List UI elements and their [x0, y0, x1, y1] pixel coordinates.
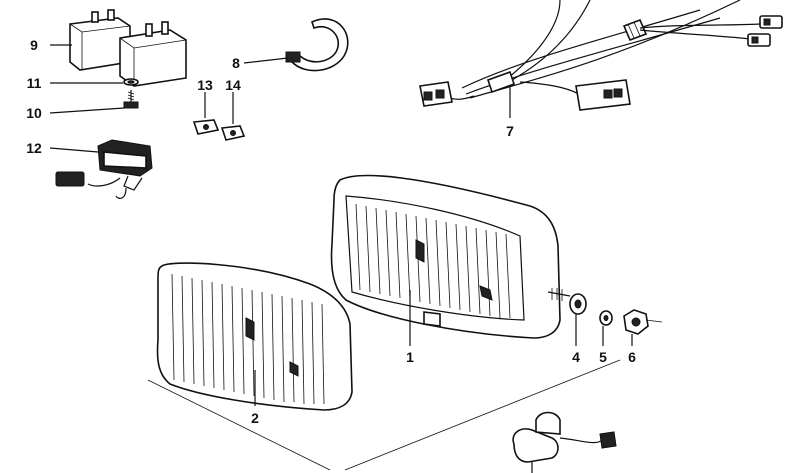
- callout-11: 11: [27, 75, 42, 91]
- clip-part-14: [220, 125, 246, 141]
- bush-part-4: [569, 293, 587, 315]
- callout-5: 5: [599, 349, 607, 365]
- relay-part-9: [69, 9, 187, 87]
- bulb-holder: [512, 411, 617, 473]
- callout-2: 2: [251, 410, 259, 426]
- screw-part-10: [123, 90, 139, 109]
- callout-4: 4: [572, 349, 580, 365]
- callout-13: 13: [197, 77, 213, 93]
- callout-12: 12: [26, 140, 42, 156]
- lock-washer-part-5: [599, 310, 613, 326]
- fog-lamp-housing-part-1: [330, 174, 571, 339]
- nut-part-6: [623, 309, 663, 335]
- callout-9: 9: [30, 37, 38, 53]
- callout-7: 7: [506, 123, 514, 139]
- wiring-harness-part-7: [419, 0, 783, 111]
- washer-part-11: [123, 78, 139, 86]
- clip-part-13: [192, 119, 220, 135]
- perspective-guide-lines: [147, 359, 621, 471]
- callout-8: 8: [232, 55, 240, 71]
- lens-part-2: [156, 262, 353, 411]
- switch-part-12: [55, 139, 153, 199]
- callout-14: 14: [225, 77, 241, 93]
- cable-strap-part-8: [285, 18, 349, 72]
- callout-10: 10: [26, 105, 42, 121]
- callout-1: 1: [406, 349, 414, 365]
- callout-6: 6: [628, 349, 636, 365]
